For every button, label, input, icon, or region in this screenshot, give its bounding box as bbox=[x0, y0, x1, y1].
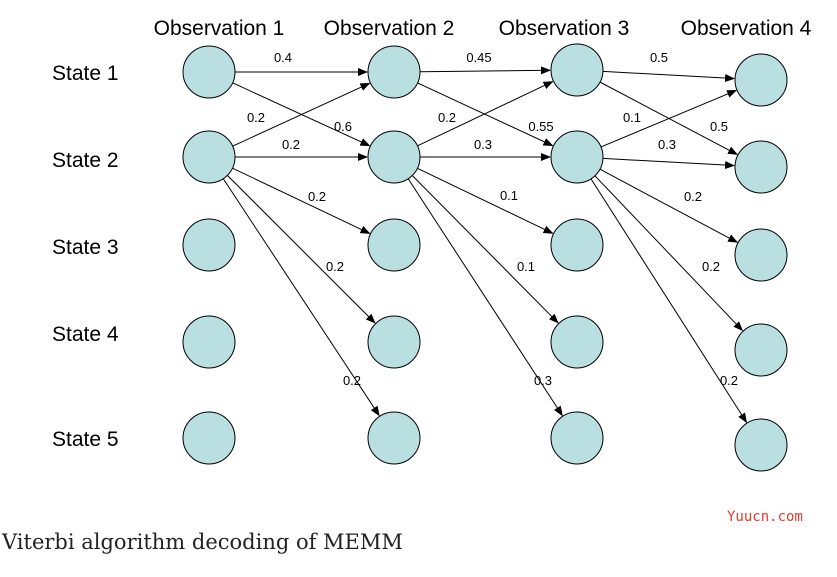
transition-probability-label: 0.5 bbox=[650, 50, 668, 65]
transition-arrow bbox=[232, 167, 371, 234]
state-row-label: State 3 bbox=[52, 236, 119, 259]
edge-labels-layer: 0.6 0.2 0.4 0.2 0.2 0.2 0.2 0.55 0.2 0.45 0.3 0.1 0.… bbox=[247, 50, 738, 388]
nodes-layer bbox=[182, 43, 788, 472]
state-node bbox=[734, 53, 788, 107]
state-node bbox=[182, 315, 236, 369]
row-labels: State 1 State 2 State 3 State 4 State 5 bbox=[52, 62, 119, 451]
transition-arrow bbox=[602, 70, 736, 83]
state-node bbox=[367, 315, 421, 369]
transition-arrow bbox=[419, 66, 552, 75]
state-node bbox=[550, 218, 604, 272]
transition-arrow bbox=[602, 157, 736, 170]
transition-probability-label: 0.2 bbox=[308, 189, 326, 204]
state-node bbox=[550, 315, 604, 369]
transition-arrow bbox=[417, 82, 554, 147]
transition-arrow bbox=[594, 175, 744, 332]
transition-arrow bbox=[407, 178, 563, 417]
column-headers: Observation 1 Observation 2 Observation 3 O… bbox=[154, 17, 812, 40]
transition-probability-label: 0.3 bbox=[534, 373, 552, 388]
state-row-label: State 5 bbox=[52, 428, 119, 451]
state-node bbox=[550, 411, 604, 465]
transition-probability-label: 0.1 bbox=[623, 110, 641, 125]
observation-header: Observation 1 bbox=[154, 17, 285, 40]
transition-probability-label: 0.2 bbox=[247, 110, 265, 125]
transition-probability-label: 0.55 bbox=[528, 119, 553, 134]
transition-arrow bbox=[417, 81, 554, 147]
transition-arrow bbox=[227, 175, 376, 324]
state-node bbox=[367, 130, 421, 184]
transition-probability-label: 0.2 bbox=[438, 110, 456, 125]
state-node bbox=[182, 411, 236, 465]
state-node bbox=[734, 228, 788, 282]
transition-probability-label: 0.45 bbox=[466, 50, 491, 65]
transition-probability-label: 0.2 bbox=[326, 259, 344, 274]
state-node bbox=[550, 43, 604, 97]
state-node bbox=[367, 411, 421, 465]
figure-caption: Viterbi algorithm decoding of MEMM bbox=[2, 530, 403, 554]
transition-probability-label: 0.2 bbox=[720, 373, 738, 388]
observation-header: Observation 2 bbox=[324, 17, 455, 40]
transition-arrow bbox=[599, 168, 739, 243]
transition-probability-label: 0.3 bbox=[474, 137, 492, 152]
transition-arrow bbox=[222, 178, 380, 417]
transition-arrow bbox=[411, 175, 559, 324]
state-node bbox=[182, 130, 236, 184]
transition-probability-label: 0.1 bbox=[517, 259, 535, 274]
state-node bbox=[734, 140, 788, 194]
transition-arrow bbox=[600, 89, 738, 148]
state-node bbox=[182, 45, 236, 99]
transition-probability-label: 0.2 bbox=[343, 373, 361, 388]
edges-layer bbox=[222, 66, 748, 424]
transition-probability-label: 0.3 bbox=[658, 137, 676, 152]
state-node bbox=[734, 323, 788, 377]
observation-header: Observation 3 bbox=[499, 17, 630, 40]
state-row-label: State 4 bbox=[52, 323, 119, 346]
state-node bbox=[367, 45, 421, 99]
transition-probability-label: 0.1 bbox=[500, 188, 518, 203]
site-watermark: Yuucn.com bbox=[727, 509, 803, 525]
state-node bbox=[734, 418, 788, 472]
transition-probability-label: 0.2 bbox=[684, 189, 702, 204]
observation-header: Observation 4 bbox=[681, 17, 812, 40]
transition-arrow bbox=[232, 82, 371, 147]
state-node bbox=[182, 218, 236, 272]
transition-arrow bbox=[417, 167, 554, 234]
transition-arrow bbox=[590, 178, 748, 424]
transition-probability-label: 0.6 bbox=[334, 119, 352, 134]
transition-probability-label: 0.5 bbox=[710, 119, 728, 134]
transition-probability-label: 0.2 bbox=[282, 137, 300, 152]
state-row-label: State 2 bbox=[52, 149, 119, 172]
state-node bbox=[550, 130, 604, 184]
state-node bbox=[367, 218, 421, 272]
transition-probability-label: 0.2 bbox=[702, 259, 720, 274]
transition-probability-label: 0.4 bbox=[274, 50, 292, 65]
state-row-label: State 1 bbox=[52, 62, 119, 85]
